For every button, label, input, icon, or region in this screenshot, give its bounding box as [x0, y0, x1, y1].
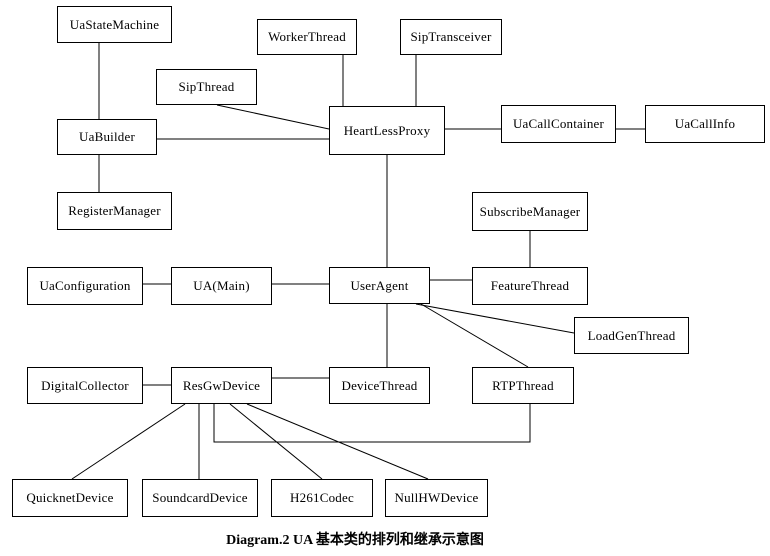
node-ua-call-container: UaCallContainer — [501, 105, 616, 143]
node-h261-codec: H261Codec — [271, 479, 373, 517]
edge-res-gw-device--rtp-thread — [213, 404, 531, 443]
edge-sip-thread--heart-less-proxy — [216, 104, 330, 130]
node-ua-main: UA(Main) — [171, 267, 272, 305]
edge-res-gw-device--h261-codec — [229, 403, 323, 480]
edge-user-agent--load-gen-thread — [415, 303, 575, 334]
node-worker-thread: WorkerThread — [257, 19, 357, 55]
node-subscribe-manager: SubscribeManager — [472, 192, 588, 231]
node-sip-transceiver: SipTransceiver — [400, 19, 502, 55]
node-digital-collector: DigitalCollector — [27, 367, 143, 404]
diagram-caption: Diagram.2 UA 基本类的排列和继承示意图 — [226, 533, 484, 548]
node-ua-state-machine: UaStateMachine — [57, 6, 172, 43]
edge-res-gw-device--quicknet-device — [71, 403, 186, 480]
edge-user-agent--rtp-thread — [420, 303, 529, 368]
node-heart-less-proxy: HeartLessProxy — [329, 106, 445, 155]
node-register-manager: RegisterManager — [57, 192, 172, 230]
node-null-hw-device: NullHWDevice — [385, 479, 488, 517]
node-ua-call-info: UaCallInfo — [645, 105, 765, 143]
node-rtp-thread: RTPThread — [472, 367, 574, 404]
edge-res-gw-device--null-hw-device — [246, 403, 429, 480]
node-device-thread: DeviceThread — [329, 367, 430, 404]
node-res-gw-device: ResGwDevice — [171, 367, 272, 404]
node-soundcard-device: SoundcardDevice — [142, 479, 258, 517]
node-quicknet-device: QuicknetDevice — [12, 479, 128, 517]
node-ua-configuration: UaConfiguration — [27, 267, 143, 305]
node-feature-thread: FeatureThread — [472, 267, 588, 305]
node-sip-thread: SipThread — [156, 69, 257, 105]
node-ua-builder: UaBuilder — [57, 119, 157, 155]
node-user-agent: UserAgent — [329, 267, 430, 304]
node-load-gen-thread: LoadGenThread — [574, 317, 689, 354]
